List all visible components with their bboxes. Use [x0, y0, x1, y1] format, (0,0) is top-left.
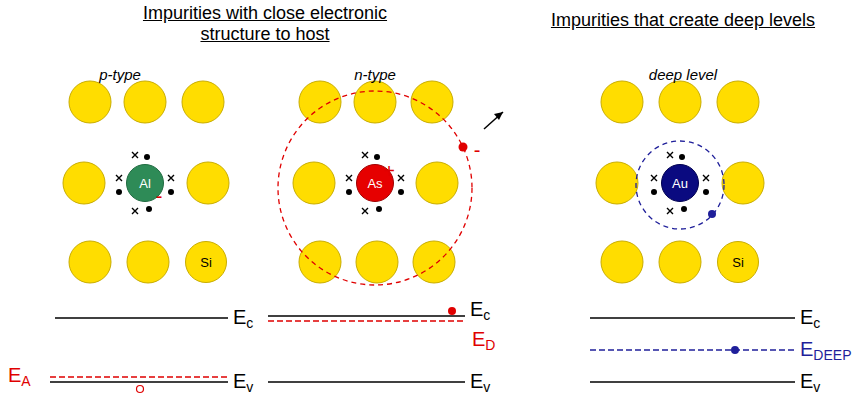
si-atom	[69, 241, 111, 283]
atom-symbol: Au	[672, 177, 688, 190]
electron-dot	[374, 154, 380, 160]
section-heading: Impurities with close electronic structu…	[140, 3, 390, 44]
si-atom	[413, 241, 455, 283]
atom-symbol: Al	[139, 177, 151, 190]
si-atom	[299, 81, 341, 123]
hole	[137, 386, 144, 393]
arrow-head	[494, 112, 503, 120]
host-atom: Si	[717, 241, 759, 283]
energy-label: Ev	[800, 370, 820, 394]
electron-cross	[132, 152, 138, 158]
electron-dot	[346, 189, 352, 195]
si-atom	[659, 81, 701, 123]
electron	[448, 307, 456, 315]
panel-label: n-type	[354, 66, 396, 83]
energy-label: Ev	[233, 370, 253, 394]
panel-label: p-type	[99, 66, 141, 83]
trapped-electron	[731, 346, 739, 354]
electron-dot	[703, 189, 709, 195]
electron-cross	[703, 175, 709, 181]
electron-dot	[651, 189, 657, 195]
free-electron	[459, 143, 468, 152]
si-atom	[354, 81, 396, 123]
si-atom	[601, 81, 643, 123]
valence-band	[268, 381, 465, 383]
electron-cross	[346, 175, 352, 181]
atom-symbol: Si	[200, 256, 212, 269]
conduction-band	[268, 315, 465, 317]
si-atom	[63, 162, 105, 204]
acceptor-level	[50, 376, 228, 378]
electron-cross	[362, 208, 368, 214]
band-diagram	[50, 307, 795, 393]
electron-dot	[144, 154, 150, 160]
electron-cross	[398, 175, 404, 181]
charge-sign: +	[383, 160, 395, 183]
atom-symbol: Si	[732, 256, 744, 269]
escape-arrow	[484, 112, 503, 129]
si-atom	[722, 162, 764, 204]
si-atom	[124, 81, 166, 123]
section-heading: Impurities that create deep levels	[551, 10, 815, 31]
electron-cross	[651, 175, 657, 181]
si-atom	[293, 162, 335, 204]
energy-label: Ec	[800, 306, 820, 330]
valence-band	[590, 381, 795, 383]
host-atoms	[63, 81, 764, 283]
electron-cross	[667, 208, 673, 214]
bond-crosses	[116, 152, 709, 214]
host-atom: Si	[185, 241, 227, 283]
si-atom	[601, 241, 643, 283]
electron-orbit	[636, 141, 724, 229]
electron-dot	[146, 206, 152, 212]
atom-symbol: As	[367, 177, 382, 190]
electron-cross	[116, 175, 122, 181]
electron-dot	[679, 154, 685, 160]
conduction-band	[590, 317, 795, 319]
energy-label: EDEEP	[800, 338, 851, 362]
si-atom	[69, 81, 111, 123]
charge-sign: -	[474, 139, 481, 162]
impurity-atom: Au	[661, 164, 699, 202]
deep-level	[590, 349, 795, 351]
si-atom	[596, 162, 638, 204]
electron-dot	[116, 189, 122, 195]
si-atom	[717, 81, 759, 123]
si-atom	[356, 241, 398, 283]
electron-dot	[376, 206, 382, 212]
panel-label: deep level	[649, 66, 717, 83]
energy-label: Ec	[470, 298, 490, 322]
energy-label: Ec	[233, 306, 253, 330]
electron-cross	[362, 152, 368, 158]
electron-dot	[168, 189, 174, 195]
electron-dot	[681, 206, 687, 212]
energy-label: EA	[8, 364, 31, 388]
si-atom	[659, 241, 701, 283]
si-atom	[187, 162, 229, 204]
si-atom	[182, 81, 224, 123]
electron-cross	[667, 152, 673, 158]
bound-electron	[708, 210, 716, 218]
energy-label: ED	[472, 328, 495, 352]
si-atom	[416, 162, 458, 204]
electron-cross	[168, 175, 174, 181]
energy-label: Ev	[470, 370, 490, 394]
valence-band	[50, 381, 228, 383]
bond-electrons	[116, 154, 709, 212]
electron-cross	[132, 208, 138, 214]
electron-dot	[398, 189, 404, 195]
si-atom	[127, 241, 169, 283]
electron-orbit	[278, 91, 472, 285]
donor-level	[268, 320, 465, 322]
si-atom	[411, 81, 453, 123]
conduction-band	[55, 317, 228, 319]
charge-sign: -	[156, 185, 163, 208]
